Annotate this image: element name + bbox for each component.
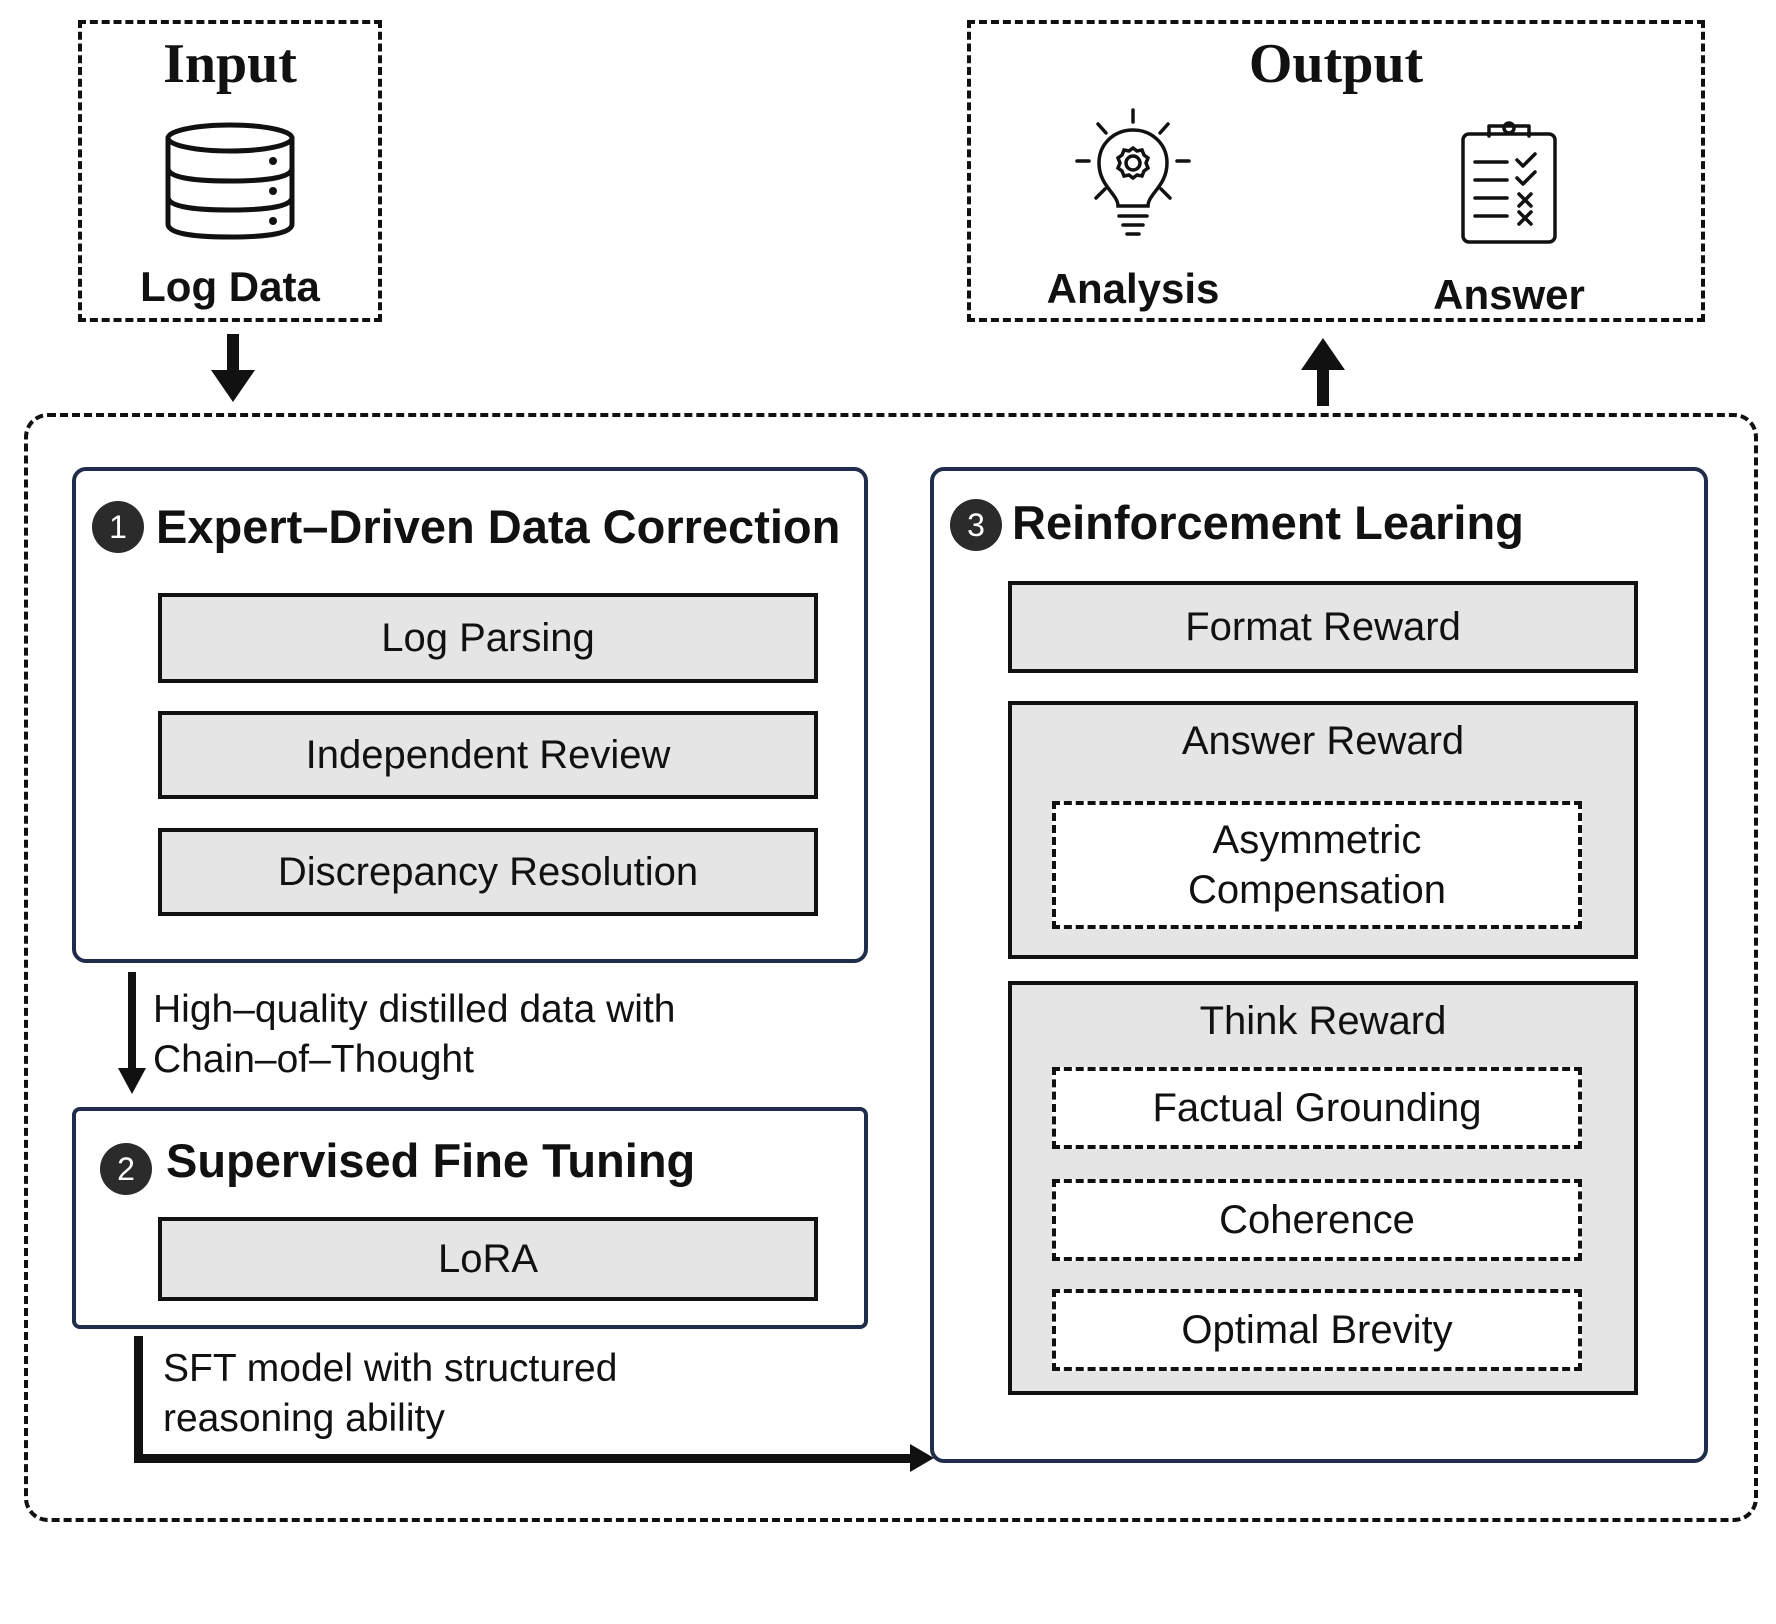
clipboard-checklist-icon xyxy=(1459,116,1559,246)
answer-reward-title: Answer Reward xyxy=(1181,719,1465,763)
step2-to-step3-arrow xyxy=(134,1336,934,1472)
step1-to-step2-arrow xyxy=(118,972,146,1094)
step3-title: Reinforcement Learing xyxy=(1012,496,1524,549)
step1-panel: 1 Expert–Driven Data Correction Log Pars… xyxy=(72,467,868,963)
answer-reward-box: Answer Reward Asymmetric Compensation xyxy=(1008,701,1638,959)
step2-item-lora: LoRA xyxy=(158,1217,818,1301)
factual-grounding-box: Factual Grounding xyxy=(1052,1067,1582,1149)
step1-item-log-parsing: Log Parsing xyxy=(158,593,818,683)
input-title: Input xyxy=(163,33,297,95)
format-reward-box: Format Reward xyxy=(1008,581,1638,673)
input-label: Log Data xyxy=(140,263,320,310)
asymmetric-compensation-line1: Asymmetric xyxy=(1212,818,1422,862)
step2-number-badge: 2 xyxy=(100,1143,152,1195)
step1-item-discrepancy-resolution: Discrepancy Resolution xyxy=(158,828,818,916)
transition1-text: High–quality distilled data with Chain–o… xyxy=(153,985,675,1085)
input-box: Input Log Data xyxy=(78,20,382,322)
database-icon xyxy=(163,116,297,246)
input-down-arrow xyxy=(211,334,255,402)
asymmetric-compensation-line2: Compensation xyxy=(1188,868,1446,912)
transition1-line2: Chain–of–Thought xyxy=(153,1038,474,1081)
step3-number-badge: 3 xyxy=(950,499,1002,551)
step1-number-badge: 1 xyxy=(92,501,144,553)
lightbulb-gear-icon xyxy=(1073,106,1193,246)
output-answer-label: Answer xyxy=(1433,271,1585,318)
step1-item-independent-review: Independent Review xyxy=(158,711,818,799)
step2-panel: 2 Supervised Fine Tuning LoRA xyxy=(72,1107,868,1329)
pipeline-container xyxy=(24,413,1758,1522)
asymmetric-compensation-box: Asymmetric Compensation xyxy=(1052,801,1582,929)
step2-title: Supervised Fine Tuning xyxy=(166,1134,696,1187)
think-reward-box: Think Reward Factual Grounding Coherence… xyxy=(1008,981,1638,1395)
transition2-line2: reasoning ability xyxy=(163,1397,445,1440)
output-analysis-label: Analysis xyxy=(1046,265,1220,312)
think-reward-title: Think Reward xyxy=(1199,999,1447,1043)
coherence-box: Coherence xyxy=(1052,1179,1582,1261)
transition1-line1: High–quality distilled data with xyxy=(153,988,676,1031)
transition2-line1: SFT model with structured xyxy=(163,1347,618,1390)
step1-title: Expert–Driven Data Correction xyxy=(156,500,841,553)
output-title: Output xyxy=(1248,33,1424,95)
transition2-text: SFT model with structured reasoning abil… xyxy=(163,1344,617,1444)
output-up-arrow xyxy=(1301,338,1345,406)
step3-panel: 3 Reinforcement Learing Format Reward An… xyxy=(930,467,1708,1463)
optimal-brevity-box: Optimal Brevity xyxy=(1052,1289,1582,1371)
output-box: Output Analysis xyxy=(967,20,1705,322)
